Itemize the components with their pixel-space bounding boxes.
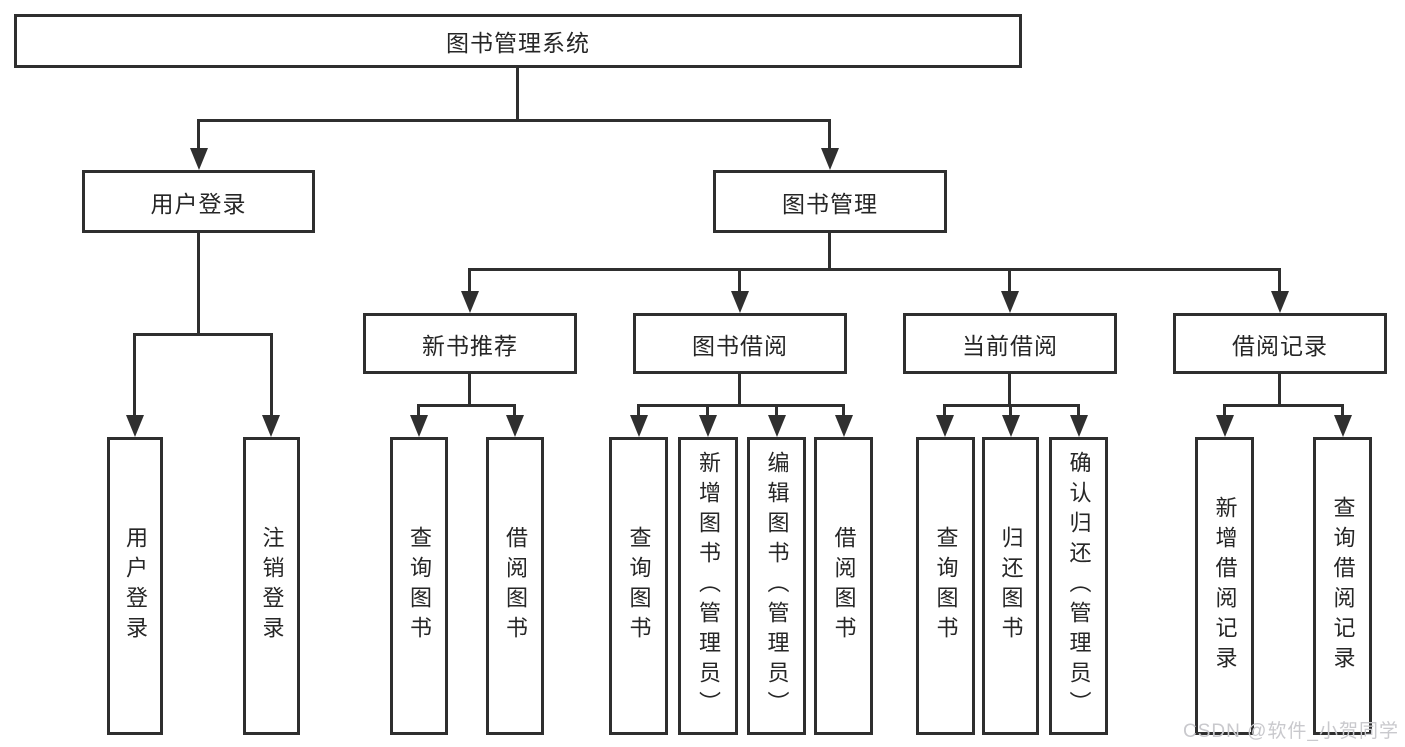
arrow-down-icon xyxy=(1271,291,1289,313)
node-book-borrow-label: 图书借阅 xyxy=(692,332,788,359)
node-leaf-borrow-books-recommend: 借阅图书 xyxy=(486,437,544,735)
arrow-down-icon xyxy=(1002,415,1020,437)
node-new-book-recommend-label: 新书推荐 xyxy=(422,332,518,359)
connector-book-management-crossbar xyxy=(468,268,1281,271)
node-current-borrow: 当前借阅 xyxy=(903,313,1117,374)
node-library-system-label: 图书管理系统 xyxy=(446,30,590,56)
connector-drop-borrow-records xyxy=(1278,268,1281,293)
connector-book-borrow-stem xyxy=(738,374,741,407)
connector-drop-leaf xyxy=(842,404,845,417)
connector-drop-book-management xyxy=(828,119,831,150)
connector-drop-new-book xyxy=(468,268,471,293)
connector-drop-leaf xyxy=(775,404,778,417)
arrow-down-icon xyxy=(126,415,144,437)
connector-drop-leaf xyxy=(637,404,640,417)
connector-user-login-crossbar xyxy=(133,333,273,336)
arrow-down-icon xyxy=(768,415,786,437)
connector-root-crossbar xyxy=(197,119,831,122)
arrow-down-icon xyxy=(506,415,524,437)
node-leaf-query-borrow-record: 查询借阅记录 xyxy=(1313,437,1372,735)
connector-book-borrow-crossbar xyxy=(637,404,844,407)
node-user-login-label: 用户登录 xyxy=(150,190,247,217)
node-leaf-return-book: 归还图书 xyxy=(982,437,1039,735)
node-leaf-confirm-return-admin: 确认归还（管理员） xyxy=(1049,437,1108,735)
leaf-label: 查询图书 xyxy=(626,526,652,646)
connector-borrow-records-stem xyxy=(1278,374,1281,407)
node-user-login: 用户登录 xyxy=(82,170,315,233)
leaf-label: 借阅图书 xyxy=(831,526,857,646)
connector-drop-book-borrow xyxy=(738,268,741,293)
arrow-down-icon xyxy=(630,415,648,437)
node-book-borrow: 图书借阅 xyxy=(633,313,847,374)
node-leaf-add-borrow-record: 新增借阅记录 xyxy=(1195,437,1254,735)
connector-drop-leaf xyxy=(417,404,420,417)
connector-current-borrow-stem xyxy=(1008,374,1011,407)
leaf-label: 归还图书 xyxy=(998,526,1024,646)
node-book-management: 图书管理 xyxy=(713,170,947,233)
node-library-system: 图书管理系统 xyxy=(14,14,1022,68)
arrow-down-icon xyxy=(731,291,749,313)
leaf-label: 新增借阅记录 xyxy=(1212,496,1238,676)
connector-drop-leaf xyxy=(706,404,709,417)
arrow-down-icon xyxy=(190,148,208,170)
arrow-down-icon xyxy=(410,415,428,437)
connector-drop-leaf xyxy=(1341,404,1344,417)
arrow-down-icon xyxy=(1216,415,1234,437)
connector-borrow-records-crossbar xyxy=(1223,404,1343,407)
node-book-management-label: 图书管理 xyxy=(782,190,878,217)
connector-drop-leaf xyxy=(513,404,516,417)
arrow-down-icon xyxy=(699,415,717,437)
node-leaf-query-books-borrow: 查询图书 xyxy=(609,437,668,735)
arrow-down-icon xyxy=(1070,415,1088,437)
connector-drop-login-leaf xyxy=(133,333,136,417)
arrow-down-icon xyxy=(936,415,954,437)
connector-root-stem xyxy=(516,66,519,122)
node-leaf-logout: 注销登录 xyxy=(243,437,300,735)
leaf-label: 借阅图书 xyxy=(503,526,528,646)
connector-drop-leaf xyxy=(1009,404,1012,417)
node-new-book-recommend: 新书推荐 xyxy=(363,313,577,374)
connector-drop-leaf xyxy=(1223,404,1226,417)
leaf-label: 用户登录 xyxy=(123,526,148,646)
connector-drop-current-borrow xyxy=(1008,268,1011,293)
arrow-down-icon xyxy=(262,415,280,437)
connector-user-login-stem xyxy=(197,233,200,336)
arrow-down-icon xyxy=(821,148,839,170)
connector-drop-user-login xyxy=(197,119,200,150)
node-leaf-user-login: 用户登录 xyxy=(107,437,163,735)
leaf-label: 查询借阅记录 xyxy=(1330,496,1356,676)
leaf-label: 查询图书 xyxy=(933,526,959,646)
node-borrow-records-label: 借阅记录 xyxy=(1232,332,1328,359)
connector-drop-logout-leaf xyxy=(270,333,273,417)
leaf-label: 注销登录 xyxy=(259,526,285,646)
connector-book-management-stem xyxy=(828,233,831,271)
node-borrow-records: 借阅记录 xyxy=(1173,313,1387,374)
node-leaf-query-books-current: 查询图书 xyxy=(916,437,975,735)
arrow-down-icon xyxy=(1334,415,1352,437)
csdn-watermark: CSDN @软件_小贺同学 xyxy=(1183,721,1399,742)
connector-new-book-stem xyxy=(468,374,471,407)
node-leaf-add-book-admin: 新增图书（管理员） xyxy=(678,437,738,735)
node-leaf-query-books-recommend: 查询图书 xyxy=(390,437,448,735)
connector-drop-leaf xyxy=(943,404,946,417)
arrow-down-icon xyxy=(835,415,853,437)
connector-drop-leaf xyxy=(1077,404,1080,417)
node-leaf-edit-book-admin: 编辑图书（管理员） xyxy=(747,437,806,735)
connector-new-book-crossbar xyxy=(417,404,516,407)
leaf-label: 查询图书 xyxy=(407,526,432,646)
leaf-label: 确认归还（管理员） xyxy=(1066,451,1092,721)
leaf-label: 新增图书（管理员） xyxy=(696,451,721,721)
leaf-label: 编辑图书（管理员） xyxy=(764,451,790,721)
node-current-borrow-label: 当前借阅 xyxy=(962,332,1058,359)
node-leaf-borrow-books: 借阅图书 xyxy=(814,437,873,735)
arrow-down-icon xyxy=(461,291,479,313)
arrow-down-icon xyxy=(1001,291,1019,313)
